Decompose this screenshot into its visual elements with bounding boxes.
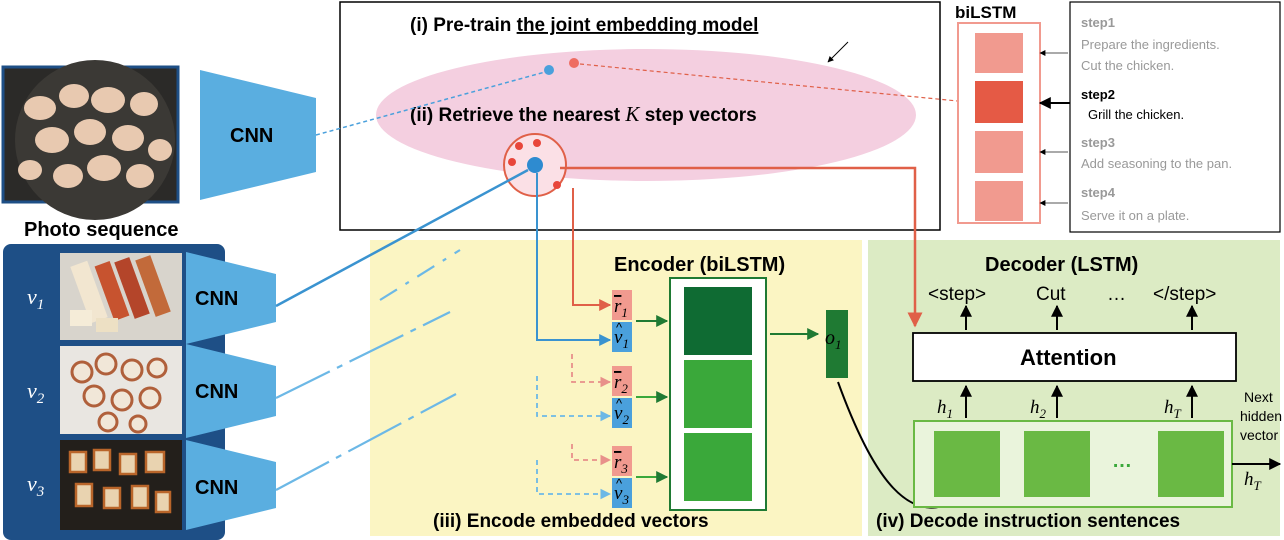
decoder-cell-1 bbox=[934, 431, 1000, 497]
cnn-top-dashed-ext bbox=[379, 249, 461, 301]
photo-var-1: v1 bbox=[27, 284, 44, 313]
query-to-v1 bbox=[536, 173, 612, 346]
step-title-4: step4 bbox=[1081, 185, 1116, 200]
photo-sequence-label: Photo sequence bbox=[24, 219, 178, 241]
decoder-cell-3 bbox=[1158, 431, 1224, 497]
r3-label: r3 bbox=[614, 452, 628, 476]
encoder-title: Encoder (biLSTM) bbox=[614, 254, 785, 276]
r2-label: r2 bbox=[614, 372, 628, 396]
image-embedding-dot bbox=[544, 65, 554, 75]
photo-2-food bbox=[70, 352, 168, 434]
next-hidden-label-2: hidden bbox=[1240, 408, 1282, 424]
encoder-cell-2 bbox=[684, 360, 752, 428]
step-title-1: step1 bbox=[1081, 15, 1115, 30]
r3-box bbox=[612, 446, 632, 476]
step-text-1a: Prepare the ingredients. bbox=[1081, 37, 1220, 52]
retrieval-to-decoder bbox=[560, 166, 923, 328]
cnn-label-top: CNN bbox=[230, 125, 273, 147]
v2-hat: ^ bbox=[616, 396, 623, 411]
v3-input-dashed bbox=[536, 460, 612, 500]
o1-label: o1 bbox=[825, 327, 842, 352]
neighbor-dot bbox=[515, 142, 523, 150]
step-text-4: Serve it on a plate. bbox=[1081, 208, 1189, 223]
token-4: </step> bbox=[1153, 284, 1216, 305]
r1-box bbox=[612, 290, 632, 320]
bilstm-cell-4 bbox=[975, 181, 1023, 221]
pretrain-title: (i) Pre-train the joint embedding model bbox=[410, 15, 758, 36]
h1-label: h1 bbox=[937, 397, 953, 421]
pretrain-pointer bbox=[827, 41, 849, 63]
cnn-block-3 bbox=[186, 440, 276, 530]
photo-var-3: v3 bbox=[27, 471, 44, 500]
r2-box bbox=[612, 366, 632, 396]
step-title-3: step3 bbox=[1081, 135, 1115, 150]
encoder-cell-1 bbox=[684, 287, 752, 355]
next-hidden-label-3: vector bbox=[1240, 427, 1278, 443]
cnn-to-embedding-dashed bbox=[315, 71, 546, 136]
step-text-3: Add seasoning to the pan. bbox=[1081, 156, 1232, 171]
neighbor-dot bbox=[533, 139, 541, 147]
neighbor-dot bbox=[553, 181, 561, 189]
bilstm-cell-1 bbox=[975, 33, 1023, 73]
photo-1-food bbox=[70, 255, 171, 332]
encoder-caption: (iii) Encode embedded vectors bbox=[433, 511, 709, 532]
v1-box bbox=[612, 322, 632, 352]
next-hidden-label-1: Next bbox=[1244, 389, 1273, 405]
bilstm-label: biLSTM bbox=[955, 3, 1016, 22]
retrieve-title: (ii) Retrieve the nearest K step vectors bbox=[410, 102, 757, 126]
bilstm-cell-2 bbox=[975, 81, 1023, 123]
cnn-label-1: CNN bbox=[195, 288, 238, 310]
v1-hat: ^ bbox=[616, 320, 623, 335]
decoder-cell-2 bbox=[1024, 431, 1090, 497]
cnn-block-top bbox=[200, 70, 316, 200]
bilstm-cell-3 bbox=[975, 131, 1023, 173]
next-hidden-var: hT bbox=[1244, 469, 1262, 493]
v2-label: v2 bbox=[614, 403, 629, 427]
step-embedding-dot bbox=[569, 58, 579, 68]
query-dot bbox=[527, 157, 543, 173]
steps-panel bbox=[1069, 1, 1281, 233]
step-text-2: Grill the chicken. bbox=[1088, 107, 1184, 122]
query-photo-food bbox=[18, 84, 172, 188]
photo-var-2: v2 bbox=[27, 378, 45, 407]
v3-box bbox=[612, 478, 632, 508]
cnn-block-2 bbox=[186, 344, 276, 438]
step-title-2: step2 bbox=[1081, 87, 1115, 102]
cnn3-connector bbox=[275, 393, 457, 491]
step-text-1b: Cut the chicken. bbox=[1081, 58, 1174, 73]
photo-3-food bbox=[68, 448, 172, 514]
v3-hat: ^ bbox=[616, 476, 623, 491]
cnn-label-3: CNN bbox=[195, 477, 238, 499]
token-3: … bbox=[1107, 284, 1126, 305]
token-1: <step> bbox=[928, 284, 986, 305]
cnn2-connector bbox=[275, 311, 451, 399]
decoder-title: Decoder (LSTM) bbox=[985, 254, 1138, 276]
step-to-embedding-dashed bbox=[579, 63, 979, 104]
v1-label: v1 bbox=[614, 327, 629, 351]
neighbor-dot bbox=[508, 158, 516, 166]
o1-box bbox=[826, 310, 848, 378]
v2-input-dashed bbox=[536, 376, 612, 422]
attention-box bbox=[912, 332, 1237, 382]
decoder-caption: (iv) Decode instruction sentences bbox=[876, 511, 1180, 532]
hT-label: hT bbox=[1164, 397, 1182, 421]
cnn-block-1 bbox=[186, 252, 276, 344]
encoder-cell-3 bbox=[684, 433, 752, 501]
r1-label: r1 bbox=[614, 296, 628, 320]
v3-label: v3 bbox=[614, 483, 629, 507]
retrieval-to-r1 bbox=[572, 188, 612, 311]
cnn-label-2: CNN bbox=[195, 381, 238, 403]
v2-box bbox=[612, 398, 632, 428]
attention-label: Attention bbox=[1020, 345, 1117, 370]
cnn1-to-query bbox=[275, 168, 529, 308]
h2-label: h2 bbox=[1030, 397, 1047, 421]
r2-input-dashed bbox=[571, 354, 612, 388]
token-2: Cut bbox=[1036, 284, 1066, 305]
decoder-ellipsis: … bbox=[1112, 450, 1132, 472]
